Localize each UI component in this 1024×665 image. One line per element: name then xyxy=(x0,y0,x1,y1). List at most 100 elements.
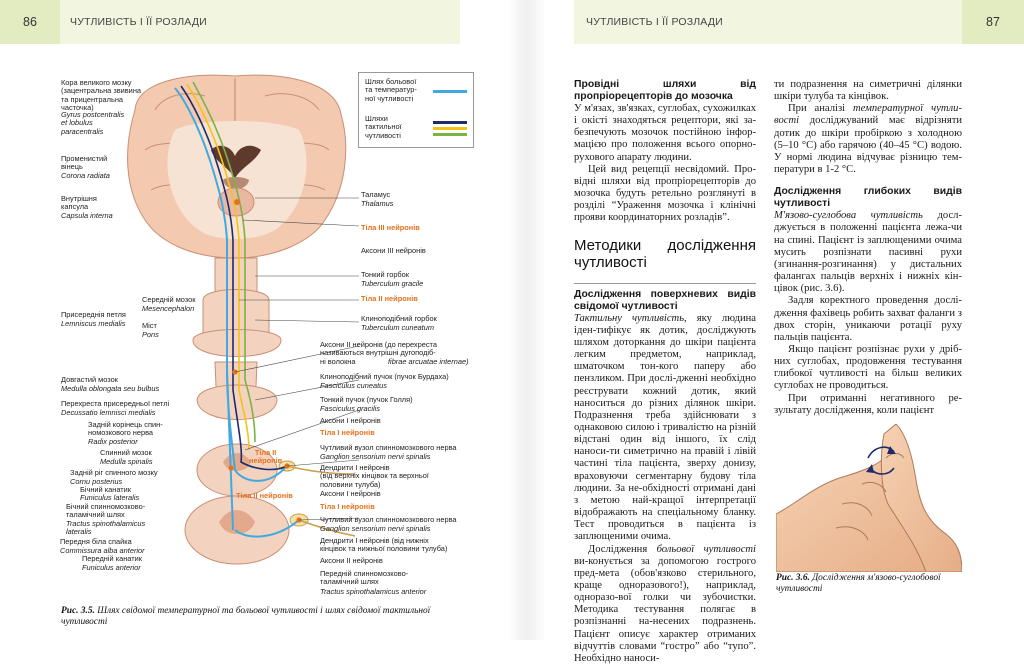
label-funiculus-anterior-latin: Funiculus anterior xyxy=(82,563,141,572)
joint-sensation-figure xyxy=(776,424,962,572)
label-capsula-interna: Внутрішня капсула xyxy=(61,194,97,212)
legend-pain-line xyxy=(433,90,467,93)
heading-proprioceptors: Провідні шляхи від пропріорецепторів до … xyxy=(574,79,756,102)
label-inner-neurons-ii-lower: Тіла II нейронів xyxy=(236,491,293,500)
paragraph-pain: Дослідження больової чутливості ви-конує… xyxy=(574,544,756,665)
label-lemniscus: Присереднія петля xyxy=(61,310,126,319)
label-inner-neurons-ii: Тіла II нейронів xyxy=(249,448,283,466)
sensory-pathway-figure xyxy=(127,74,360,565)
right-running-title: ЧУТЛИВІСТЬ І ЇЇ РОЗЛАДИ xyxy=(574,0,974,44)
examiner-finger xyxy=(880,424,962,572)
label-spinothalamic-anterior-latin: Tractus spinothalamicus anterior xyxy=(320,587,427,596)
label-axons-ii-lower: Аксони II нейронів xyxy=(320,556,383,565)
label-axons-i-upper: Аксони I нейронів xyxy=(320,416,381,425)
label-capsula-interna-latin: Capsula interna xyxy=(61,211,113,220)
label-corona-radiata-latin: Corona radiata xyxy=(61,171,110,180)
paragraph-tactile: Тактильну чутливість, яку людина іден-ти… xyxy=(574,313,756,544)
caption-3-5-text: Шлях свідомої температурної та больової … xyxy=(61,606,431,627)
heading-superficial: Дослідження поверхневих видів свідомої ч… xyxy=(574,282,756,313)
left-running-title: ЧУТЛИВІСТЬ І ЇЇ РОЗЛАДИ xyxy=(60,0,460,44)
label-decussatio: Перехреста присередньої петлі xyxy=(61,399,170,408)
label-radix-posterior-latin: Radix posterior xyxy=(88,437,138,446)
pain-text-a: Дослідження xyxy=(588,543,657,555)
joint-term: М'язово-суглобова чутливість xyxy=(774,210,923,222)
label-neurons-i-upper: Тіла I нейронів xyxy=(320,428,375,437)
label-spinal-cord-latin: Medulla spinalis xyxy=(100,457,153,466)
legend-pain-label: Шлях больової та температур- ної чутливо… xyxy=(365,77,417,103)
label-medulla-oblongata: Довгастий мозок xyxy=(61,375,118,384)
figure-legend: Шлях больової та температур- ної чутливо… xyxy=(358,72,474,148)
legend-touch-label: Шляхи тактильної чутливості xyxy=(365,114,402,140)
label-spinothalamic-anterior: Передній спинномозково- таламічний шлях xyxy=(320,569,409,587)
neuron-body-iii xyxy=(234,199,240,205)
label-neurons-i-lower: Тіла I нейронів xyxy=(320,502,375,511)
label-medulla-oblongata-latin: Medulla oblongata seu bulbus xyxy=(61,384,160,393)
pain-term: больової чутливості xyxy=(656,543,756,555)
label-mesencephalon: Середній мозок xyxy=(142,295,196,304)
paragraph-small-joints: Якщо пацієнт розпізнає рухи у дріб-них с… xyxy=(774,343,962,392)
left-page-number: 86 xyxy=(0,0,60,44)
heading-methods: Методики дослідження чутливості xyxy=(574,236,756,271)
label-commissura: Передня біла спайка xyxy=(60,537,132,546)
label-cortex: Кора великого мозку (зацентральна звивин… xyxy=(61,78,142,113)
legend-touch-line-3 xyxy=(433,133,467,136)
paragraph-joint: М'язово-суглобова чутливість досл-джуєть… xyxy=(774,210,962,295)
book-gutter xyxy=(508,0,546,640)
label-fasciculus-cuneatus: Клиноподібний пучок (пучок Бурдаха) xyxy=(320,372,449,381)
label-funiculus-lateralis-latin: Funiculus lateralis xyxy=(80,493,140,502)
label-tuberculum-cuneatum-latin: Tuberculum cuneatum xyxy=(361,323,434,332)
paragraph-temperature: При аналізі температурної чутли-вості до… xyxy=(774,103,962,176)
caption-3-6-text: Дослідження м'язово-суглобової чутливост… xyxy=(776,573,941,594)
joint-text: досл-джується в положенні пацієнта лежа-… xyxy=(774,210,962,295)
figure-3-6-caption: Рис. 3.6. Дослідження м'язово-суглобової… xyxy=(776,573,964,595)
label-pons: Міст xyxy=(142,321,157,330)
label-mesencephalon-latin: Mesencephalon xyxy=(142,304,195,313)
paragraph-symmetry: ти подразнення на симетричні ділянки шкі… xyxy=(774,79,962,103)
label-thalamus: Таламус xyxy=(361,190,391,199)
label-dendrites-upper: Дендрити I нейронів (від верхніх кінціво… xyxy=(320,463,429,489)
label-fasciculus-gracilis-latin: Fasciculus gracilis xyxy=(320,404,380,413)
paragraph-grip: Задля коректного проведення дослі-дження… xyxy=(774,295,962,343)
label-axons-i-lower: Аксони I нейронів xyxy=(320,489,381,498)
label-tuberculum-cuneatum: Клиноподібний горбок xyxy=(361,314,437,323)
label-spinal-cord: Спинний мозок xyxy=(100,448,152,457)
neuron-body-i-lower xyxy=(296,517,302,523)
label-pons-latin: Pons xyxy=(142,330,159,339)
label-spinothalamic-lateral-latin: Tractus spinothalamicus lateralis xyxy=(66,519,146,537)
legend-touch-line-1 xyxy=(433,121,467,124)
label-spinothalamic-lateral: Бічний спинномозково- таламічний шлях xyxy=(66,502,146,520)
label-funiculus-lateralis: Бічний канатик xyxy=(80,485,132,494)
label-neurons-iii: Тіла III нейронів xyxy=(361,223,420,232)
label-ganglion-upper: Чутливий вузол спинномозкового нерва xyxy=(320,443,457,452)
temperature-term: температурної чутли-вості xyxy=(774,103,962,127)
temperature-text-b: досліджуваний має відрізняти дотик до шк… xyxy=(774,115,962,176)
caption-3-5-number: Рис. 3.5. xyxy=(61,606,95,616)
label-fasciculus-gracilis: Тонкий пучок (пучок Голля) xyxy=(320,395,413,404)
paragraph-proprioceptors: У м'язах, зв'язках, суглобах, сухожилках… xyxy=(574,103,756,163)
pain-text-b: ви-конується за допомогою гострого пред-… xyxy=(574,555,756,664)
label-funiculus-anterior: Передній канатик xyxy=(82,554,142,563)
paragraph-unconscious: Цей вид рецепції несвідомий. Про-відні ш… xyxy=(574,163,756,224)
label-cortex-latin: Gyrus postcentralis et lobulus paracentr… xyxy=(61,110,125,136)
label-fasciculus-cuneatus-latin: Fasciculus cuneatus xyxy=(320,381,387,390)
legend-touch-line-2 xyxy=(433,127,467,130)
label-ganglion-upper-latin: Ganglion sensorium nervi spinalis xyxy=(320,452,431,461)
label-axons-iii: Аксони III нейронів xyxy=(361,246,426,255)
heading-deep: Дослідження глибоких видів чутливості xyxy=(774,186,962,210)
label-corona-radiata: Променистий вінець xyxy=(61,154,108,172)
label-cornu-posterius-latin: Cornu posterius xyxy=(70,477,123,486)
label-thalamus-latin: Thalamus xyxy=(361,199,394,208)
neuron-body-i xyxy=(284,463,290,469)
label-dendrites-lower: Дендрити I нейронів (від нижніх кінцівок… xyxy=(320,536,448,554)
label-neurons-ii: Тіла II нейронів xyxy=(361,294,418,303)
label-decussatio-latin: Decussatio lemnisci medialis xyxy=(61,408,156,417)
label-lemniscus-latin: Lemniscus medialis xyxy=(61,319,126,328)
text-column-2: ти подразнення на симетричні ділянки шкі… xyxy=(774,79,962,417)
label-radix-posterior: Задній корінець спин- номозкового нерва xyxy=(88,420,163,438)
tactile-text: яку людина іден-тифікує як дотик, дослід… xyxy=(574,312,756,543)
label-ganglion-lower: Чутливий вузол спинномозкового нерва xyxy=(320,515,457,524)
temperature-text-a: При аналізі xyxy=(788,103,854,115)
right-page-number: 87 xyxy=(962,0,1024,44)
tactile-term: Тактильну чутливість, xyxy=(574,312,687,324)
label-tuberculum-gracile-latin: Tuberculum gracile xyxy=(361,279,424,288)
